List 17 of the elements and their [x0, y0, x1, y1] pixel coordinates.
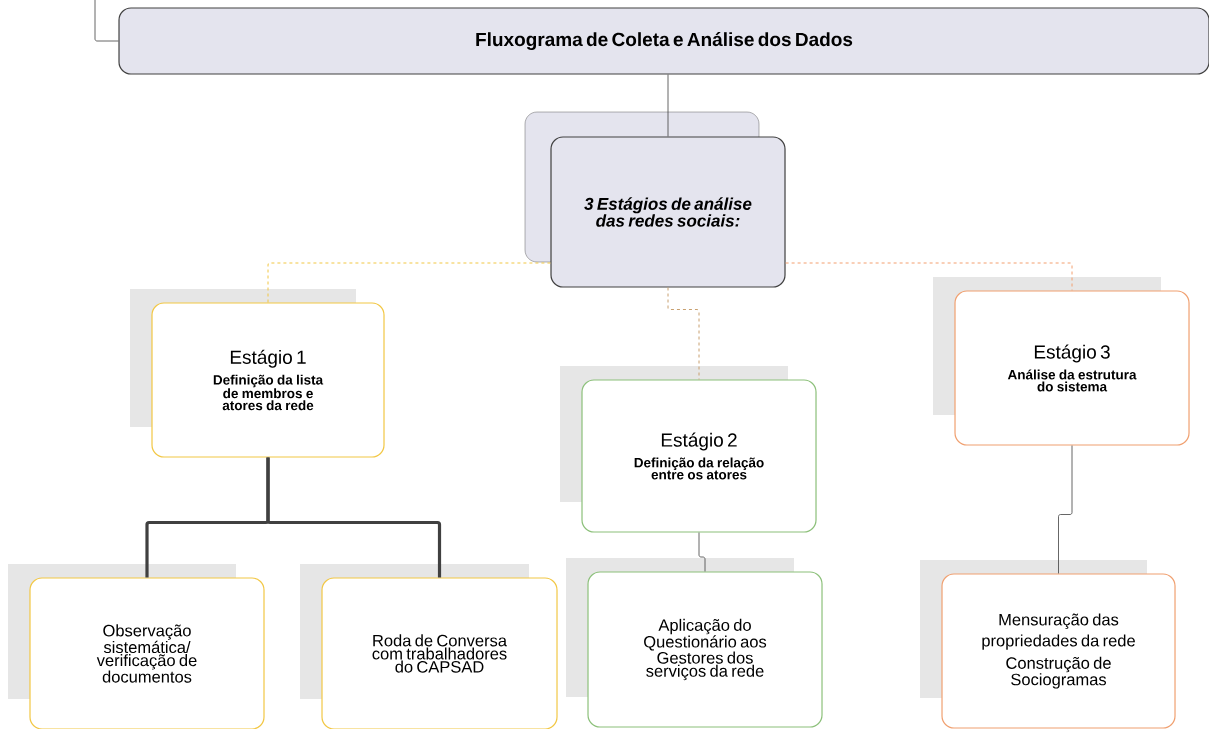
step-box: Observação sistemática/ verificação de documentos — [8, 564, 265, 729]
connector-line — [698, 532, 706, 572]
stage-box: Estágio 2 Definição da relação entre os atores — [560, 366, 817, 533]
stage-box: Estágio 1 Definição da lista de membros e atores da rede — [130, 289, 385, 458]
connector-line — [667, 74, 669, 137]
connector-line — [267, 262, 551, 303]
title-box: Fluxograma de Coleta e Análise dos Dados — [118, 7, 1209, 75]
connector-line — [1058, 445, 1073, 574]
connector-line — [94, 0, 119, 42]
process-box: 3 Estágios de análise das redes sociais: — [524, 111, 786, 288]
connector-line — [785, 262, 1073, 291]
step-box: Roda de Conversa com trabalhadores do CAPSAD — [300, 564, 558, 729]
connector-line — [667, 287, 700, 380]
step-box: Aplicação do Questionário aos Gestores dos serviços da rede — [566, 558, 823, 728]
step-box: Mensuração das propriedades da rede Construção de Sociogramas — [920, 560, 1176, 729]
connector-line — [266, 457, 442, 578]
stage-box: Estágio 3 Análise da estrutura do sistema — [933, 277, 1190, 446]
